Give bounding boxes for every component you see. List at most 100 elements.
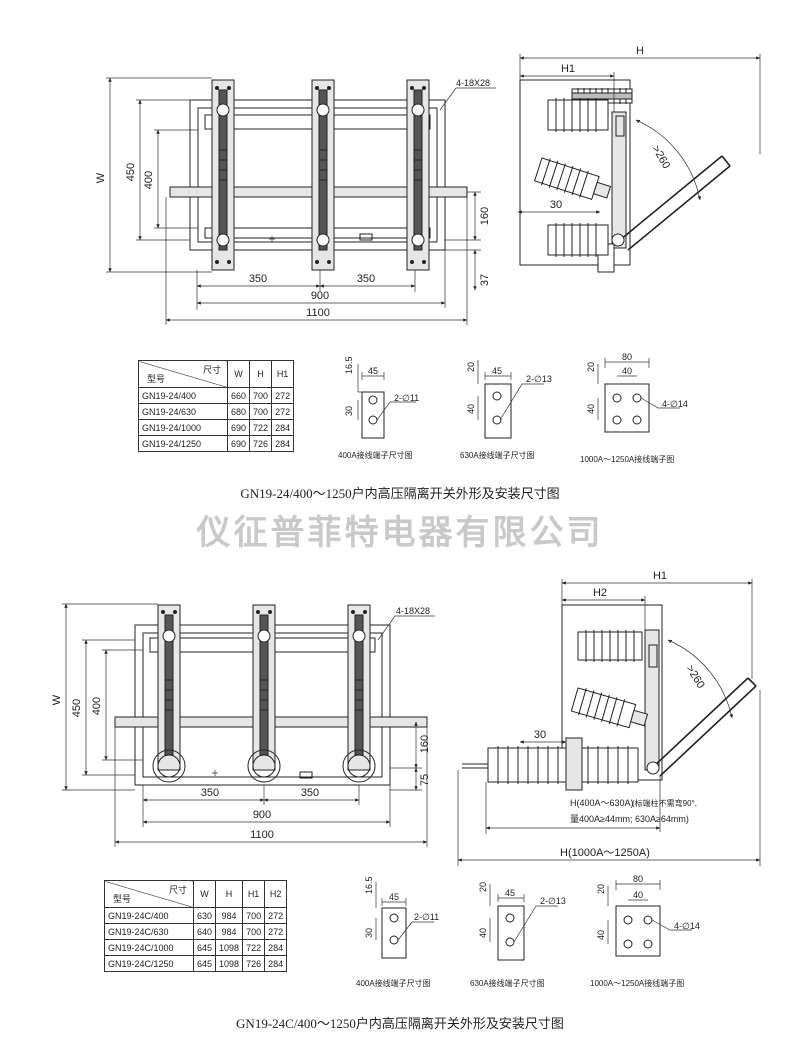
dim-w: W <box>95 172 107 183</box>
table1-corner: 尺寸 型号 <box>138 360 228 388</box>
t1000-dwidth: 80 <box>622 352 632 362</box>
dim2-75: 75 <box>419 774 431 786</box>
terminal-400a-1: 16.5 45 30 2-∅11 400A接线端子尺寸图 <box>338 356 419 460</box>
dim-350-b: 350 <box>357 273 375 285</box>
side-note-small: (标端柱不需弯90°, <box>632 798 697 808</box>
terminal-1000a-2: 20 80 40 40 4-∅14 1000A～1250A接线端子图 <box>590 874 700 988</box>
front-view-2: 350 350 900 1100 W 450 400 160 75 4-18X2… <box>51 603 435 847</box>
dim2-1100: 1100 <box>250 829 274 841</box>
t400b-label: 400A接线端子尺寸图 <box>356 978 431 988</box>
table2-corner: 尺寸 型号 <box>104 880 194 908</box>
t1000-hole: 4-∅14 <box>662 399 688 409</box>
terminal-1000a-1: 20 80 40 40 4-∅14 1000A～1250A接线端子图 <box>580 352 688 464</box>
table1-header: H <box>249 360 273 388</box>
t1000-dtop: 20 <box>586 362 596 372</box>
t630-dside: 40 <box>466 404 476 414</box>
dim2-30: 30 <box>534 729 546 741</box>
t400b-dwidth: 45 <box>389 892 399 902</box>
dim2-350-b: 350 <box>301 787 319 799</box>
dim-900: 900 <box>311 290 329 302</box>
side-note-2: 量400A≥44mm; 630A≥64mm) <box>570 814 689 824</box>
t400-dside: 30 <box>344 406 354 416</box>
t400-dwidth: 45 <box>368 366 378 376</box>
table2-header: H2 <box>264 880 288 908</box>
dim2-900: 900 <box>253 809 271 821</box>
dim2-400: 400 <box>91 697 103 715</box>
t630b-dside: 40 <box>478 928 488 938</box>
dim2-h1: H1 <box>653 570 667 582</box>
dim2-350-a: 350 <box>201 787 219 799</box>
dim2-w: W <box>51 694 63 705</box>
dim-160: 160 <box>479 207 491 225</box>
table1-header: W <box>226 360 251 388</box>
t630b-dwidth: 45 <box>505 888 515 898</box>
table2-header: H <box>215 880 244 908</box>
dims-front-1: 350 350 900 1100 W 450 400 160 37 4-18X2… <box>95 77 496 325</box>
dim-h1: H1 <box>561 63 575 75</box>
t630-dtop: 20 <box>466 362 476 372</box>
t1000-dside: 40 <box>586 404 596 414</box>
table2-header: W <box>192 880 217 908</box>
terminal-400a-2: 16.5 45 30 2-∅11 400A接线端子尺寸图 <box>356 876 439 988</box>
phase-pole-4 <box>152 604 186 783</box>
t400b-dtop: 16.5 <box>364 876 374 894</box>
t400-dtop: 16.5 <box>344 356 354 374</box>
t630b-label: 630A接线端子尺寸图 <box>470 978 545 988</box>
t1000b-dside: 40 <box>596 930 606 940</box>
t400b-hole: 2-∅11 <box>414 912 439 922</box>
t400-hole: 2-∅11 <box>394 393 419 403</box>
phase-pole-5 <box>247 604 281 783</box>
t1000b-hole: 4-∅14 <box>674 921 700 931</box>
t400b-dside: 30 <box>364 928 374 938</box>
holes-label: 4-18X28 <box>456 78 490 88</box>
dim-30: 30 <box>550 199 562 211</box>
holes-label-2: 4-18X28 <box>396 606 430 616</box>
dim2-260: >260 <box>683 663 706 690</box>
t1000b-label: 1000A～1250A接线端子图 <box>590 978 684 988</box>
t630b-hole: 2-∅13 <box>540 896 566 906</box>
phase-pole-6 <box>342 604 376 783</box>
terminal-630a-1: 20 45 40 2-∅13 630A接线端子尺寸图 <box>460 360 552 460</box>
caption-2: GN19-24C/400～1250户内高压隔离开关外形及安装尺寸图 <box>236 1016 564 1031</box>
t630b-dtop: 20 <box>478 882 488 892</box>
side-note-3: H(1000A～1250A) <box>560 847 650 859</box>
dim-h: H <box>636 45 644 57</box>
t1000b-dinner: 40 <box>633 890 643 900</box>
front-view-1: 350 350 900 1100 W 450 400 160 37 4-18X2… <box>95 77 496 325</box>
dims-front-2: 350 350 900 1100 W 450 400 160 75 4-18X2… <box>51 603 435 847</box>
phase-pole-1 <box>211 79 235 271</box>
phase-pole-3 <box>406 79 430 271</box>
dim2-450: 450 <box>71 699 83 717</box>
side-view-2: H1 H2 >260 30 H(400A～630A) (标端柱不需弯90°, 量… <box>457 570 761 866</box>
dim-1100: 1100 <box>306 307 330 319</box>
side-view-1: H H1 >260 30 <box>517 45 761 273</box>
t1000b-dtop: 20 <box>596 884 606 894</box>
t1000b-dwidth: 80 <box>633 874 643 884</box>
t400-label: 400A接线端子尺寸图 <box>338 450 413 460</box>
caption-1: GN19-24/400～1250户内高压隔离开关外形及安装尺寸图 <box>240 486 559 501</box>
side-note-1: H(400A～630A) <box>570 798 634 808</box>
t630-label: 630A接线端子尺寸图 <box>460 450 535 460</box>
terminal-630a-2: 20 45 40 2-∅13 630A接线端子尺寸图 <box>470 882 566 988</box>
dim2-h2: H2 <box>593 587 607 599</box>
table1-header: H1 <box>271 360 295 388</box>
dim-450: 450 <box>125 163 137 181</box>
t1000-dinner: 40 <box>622 366 632 376</box>
dim-37: 37 <box>479 274 491 286</box>
t1000-label: 1000A～1250A接线端子图 <box>580 454 674 464</box>
table2-header: H1 <box>242 880 266 908</box>
dim-260: >260 <box>649 144 672 171</box>
company-watermark: 仪征普菲特电器有限公司 <box>196 513 604 553</box>
phase-pole-2 <box>311 79 335 271</box>
